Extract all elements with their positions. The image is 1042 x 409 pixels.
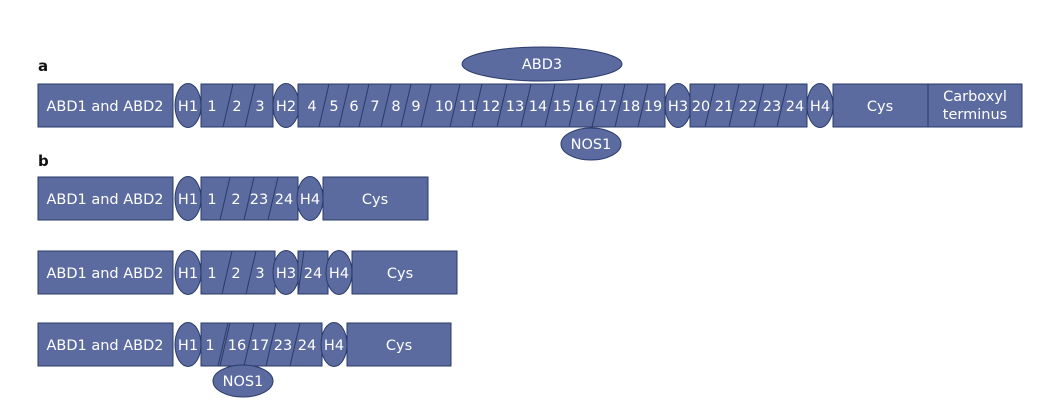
cys-label: Cys bbox=[387, 266, 413, 282]
abd1-abd2-domain bbox=[37, 322, 174, 367]
nos1-label: NOS1 bbox=[571, 137, 612, 153]
repeat-label: 1 bbox=[207, 99, 216, 115]
cys-label: Cys bbox=[867, 99, 893, 115]
carboxyl-label-line2: terminus bbox=[943, 107, 1007, 123]
cys-domain bbox=[832, 83, 929, 128]
repeat-label: 10 bbox=[435, 99, 453, 115]
repeat-label: 6 bbox=[349, 99, 358, 115]
repeat-label: 16 bbox=[228, 338, 246, 354]
hinge-h1-label: H1 bbox=[178, 338, 198, 354]
repeat-label: 3 bbox=[255, 99, 264, 115]
abd1-abd2-domain bbox=[37, 176, 174, 221]
abd1-abd2-domain bbox=[37, 83, 174, 128]
abd3-label: ABD3 bbox=[522, 57, 562, 73]
repeats-20-24 bbox=[689, 83, 808, 128]
hinge-h3-label: H3 bbox=[668, 99, 688, 115]
repeat-label: 16 bbox=[576, 99, 594, 115]
repeat-label: 23 bbox=[763, 99, 781, 115]
repeat-label: 19 bbox=[644, 99, 662, 115]
repeat-label: 3 bbox=[255, 266, 264, 282]
repeat-label: 8 bbox=[391, 99, 400, 115]
hinge-h4-label: H4 bbox=[810, 99, 830, 115]
repeat-label: 18 bbox=[622, 99, 640, 115]
repeat-label: 24 bbox=[298, 338, 316, 354]
repeat-label: 24 bbox=[786, 99, 804, 115]
repeats-4-19 bbox=[297, 83, 666, 128]
repeat-label: 2 bbox=[231, 192, 240, 208]
hinge-h1-label: H1 bbox=[178, 266, 198, 282]
repeat-label: 7 bbox=[370, 99, 379, 115]
hinge-h4-label: H4 bbox=[324, 338, 344, 354]
repeat-label: 1 bbox=[207, 266, 216, 282]
abd3-domain: ABD3 bbox=[461, 46, 623, 82]
abd1-abd2-label: ABD1 and ABD2 bbox=[46, 99, 163, 115]
row-b-minidystrophin-2: ABD1 and ABD2 H1 1 2 3 H3 24 H4 Cys bbox=[37, 250, 458, 295]
repeats-1-3 bbox=[200, 250, 276, 295]
repeat-label: 5 bbox=[329, 99, 338, 115]
abd1-abd2-domain bbox=[37, 250, 174, 295]
cys-domain bbox=[346, 322, 452, 367]
repeat-label: 13 bbox=[506, 99, 524, 115]
cys-label: Cys bbox=[386, 338, 412, 354]
repeat-label: 2 bbox=[232, 99, 241, 115]
repeat-label: 14 bbox=[529, 99, 547, 115]
abd1-abd2-label: ABD1 and ABD2 bbox=[46, 192, 163, 208]
repeat-label: 11 bbox=[459, 99, 477, 115]
hinge-h4-label: H4 bbox=[329, 266, 349, 282]
repeat-label: 1 bbox=[205, 338, 214, 354]
repeat-label: 23 bbox=[274, 338, 292, 354]
row-a-full-length: ABD1 and ABD2 H1 1 2 3 H2 4 5 6 7 bbox=[37, 83, 1023, 128]
hinge-h1-label: H1 bbox=[178, 192, 198, 208]
row-b-minidystrophin-3: ABD1 and ABD2 H1 1 16 17 23 24 H4 Cys bbox=[37, 322, 452, 367]
repeat-label: 4 bbox=[307, 99, 316, 115]
panel-label-a: a bbox=[38, 57, 48, 75]
cys-domain bbox=[351, 250, 458, 295]
row-b-minidystrophin-1: ABD1 and ABD2 H1 1 2 23 24 H4 Cys bbox=[37, 176, 429, 221]
carboxyl-label-line1: Carboxyl bbox=[943, 89, 1007, 105]
repeat-label: 15 bbox=[553, 99, 571, 115]
panel-label-b: b bbox=[38, 152, 49, 170]
repeat-label: 17 bbox=[251, 338, 269, 354]
cys-label: Cys bbox=[362, 192, 388, 208]
abd1-abd2-label: ABD1 and ABD2 bbox=[46, 266, 163, 282]
repeat-label: 17 bbox=[599, 99, 617, 115]
repeat-label: 12 bbox=[482, 99, 500, 115]
repeat-label: 2 bbox=[231, 266, 240, 282]
nos1-binding-site: NOS1 bbox=[560, 127, 622, 161]
hinge-h1-label: H1 bbox=[178, 99, 198, 115]
repeat-label: 24 bbox=[275, 192, 293, 208]
repeat-label: 1 bbox=[207, 192, 216, 208]
repeat-label: 22 bbox=[739, 99, 757, 115]
repeat-label: 23 bbox=[250, 192, 268, 208]
nos1-label: NOS1 bbox=[223, 374, 264, 390]
abd1-abd2-label: ABD1 and ABD2 bbox=[46, 338, 163, 354]
repeat-label: 21 bbox=[715, 99, 733, 115]
hinge-h4-label: H4 bbox=[300, 192, 320, 208]
cys-domain bbox=[322, 176, 429, 221]
hinge-h2-label: H2 bbox=[276, 99, 296, 115]
repeat-label: 20 bbox=[692, 99, 710, 115]
hinge-h3-label: H3 bbox=[276, 266, 296, 282]
repeat-label: 24 bbox=[304, 266, 322, 282]
carboxyl-terminus-domain bbox=[927, 83, 1023, 128]
repeat-label: 9 bbox=[411, 99, 420, 115]
nos1-binding-site: NOS1 bbox=[212, 364, 274, 398]
